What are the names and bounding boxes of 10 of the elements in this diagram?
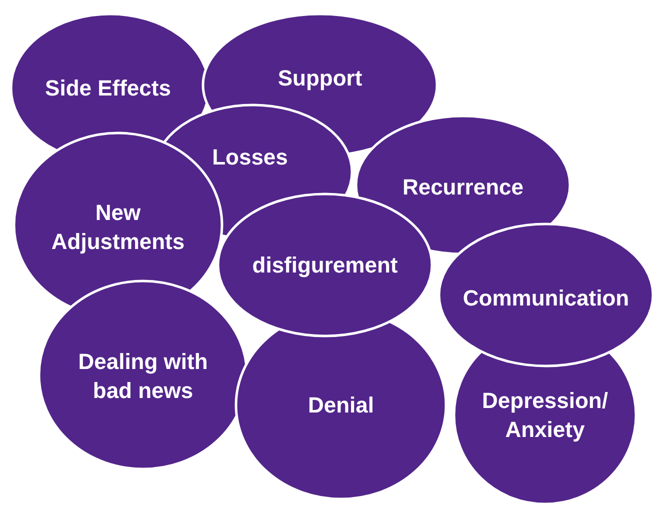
topic-label: New Adjustments	[50, 199, 186, 256]
topic-label: Communication	[462, 284, 630, 312]
topic-label: disfigurement	[251, 252, 399, 280]
topic-label: Side Effects	[44, 74, 172, 102]
topic-label: Losses	[211, 144, 289, 172]
topic-label: Denial	[306, 392, 376, 420]
topic-label: Recurrence	[401, 174, 525, 202]
topic-label: Support	[276, 64, 364, 92]
topic-label: Depression/ Anxiety	[481, 387, 609, 444]
topic-label: Dealing with bad news	[77, 348, 209, 405]
